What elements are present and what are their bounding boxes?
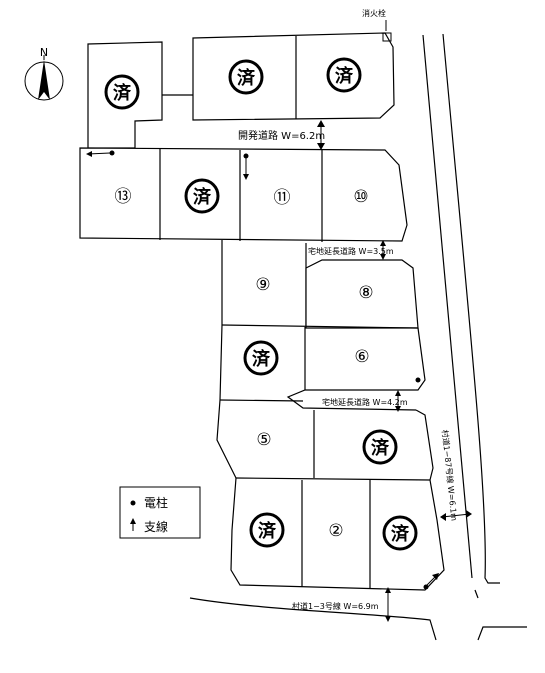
right-road-label: 村道1−87号線 W=6.1m [440, 429, 460, 521]
pole-bottom-right-icon [423, 573, 439, 590]
lot-5-left [216, 399, 237, 479]
lot-8-label: ⑧ [358, 283, 373, 303]
sold-mark: 済 [193, 186, 212, 208]
pole-lot13-icon [86, 150, 115, 157]
lot-row-bottom [230, 477, 445, 591]
lot-11-label: ⑪ [274, 188, 291, 208]
pole-legend-icon [130, 500, 136, 506]
ext-road-1-label: 宅地延長道路 W=3.5m [308, 246, 394, 256]
hydrant-label: 消火栓 [362, 8, 386, 18]
lot-right-lower-sold: 済 [362, 429, 398, 465]
village-road-edge-lower [189, 597, 437, 641]
sold-mark: 済 [258, 520, 277, 542]
village-road-edge-right [477, 626, 527, 641]
lot-left-middle-sold: 済 [243, 340, 279, 376]
right-road-edge-inner [422, 34, 473, 579]
sold-mark: 済 [371, 437, 390, 459]
pole-lot-sold-icon [243, 153, 249, 180]
road-corner [474, 589, 479, 599]
right-road-edge-outer [442, 33, 500, 584]
lot-8-shape [305, 259, 419, 329]
ext-road-2-label: 宅地延長道路 W=4.2m [322, 397, 408, 407]
sold-mark: 済 [391, 523, 410, 545]
sold-mark: 済 [113, 82, 132, 104]
lot-top-left-sold: 済 [104, 74, 140, 110]
lot-sold-right [415, 409, 434, 481]
lot-6-edge [286, 327, 426, 411]
legend-pole-label: 電柱 [144, 495, 168, 510]
hydrant-icon [382, 32, 392, 42]
dimension-arrow-right-road [440, 510, 472, 521]
north-label: N [40, 46, 48, 59]
dimension-arrow-dev-road [317, 120, 325, 150]
lot-top-right-block [192, 32, 395, 121]
row-divider-9 [221, 324, 419, 329]
lot-6-label: ⑥ [354, 347, 369, 367]
lot-top-middle-sold: 済 [228, 59, 264, 95]
north-compass-icon: N [24, 46, 64, 101]
dimension-arrow-ext-road-1 [380, 240, 386, 260]
lot-2-label: ② [328, 521, 343, 541]
legend-box [119, 486, 201, 539]
lot-bottom-right-sold: 済 [382, 515, 418, 551]
lot-9-label: ⑨ [255, 275, 270, 295]
sold-mark: 済 [335, 65, 354, 87]
lot-row-middle [79, 147, 408, 242]
row-divider-5 [219, 399, 304, 402]
lot-top-right-sold: 済 [326, 57, 362, 93]
dev-road-label: 開発道路 W=6.2m [238, 129, 325, 142]
lot-5-label: ⑤ [256, 430, 271, 450]
legend-guy-wire-label: 支線 [144, 519, 168, 534]
left-edge-9 [219, 240, 223, 401]
lot-bottom-left-sold: 済 [249, 512, 285, 548]
lot-10-label: ⑩ [353, 187, 368, 207]
sold-mark: 済 [237, 67, 256, 89]
lot-13-label: ⑬ [115, 187, 132, 207]
pole-lot6-icon [415, 377, 421, 383]
village-road-label: 村道1−3号線 W=6.9m [292, 601, 379, 611]
row-divider-bottom [235, 477, 431, 481]
dimension-arrow-ext-road-2 [395, 390, 401, 412]
dimension-arrow-village-road [385, 587, 391, 622]
sold-mark: 済 [252, 348, 271, 370]
lot-row-middle-sold: 済 [184, 178, 220, 214]
legend: 電柱 支線 [119, 486, 201, 539]
